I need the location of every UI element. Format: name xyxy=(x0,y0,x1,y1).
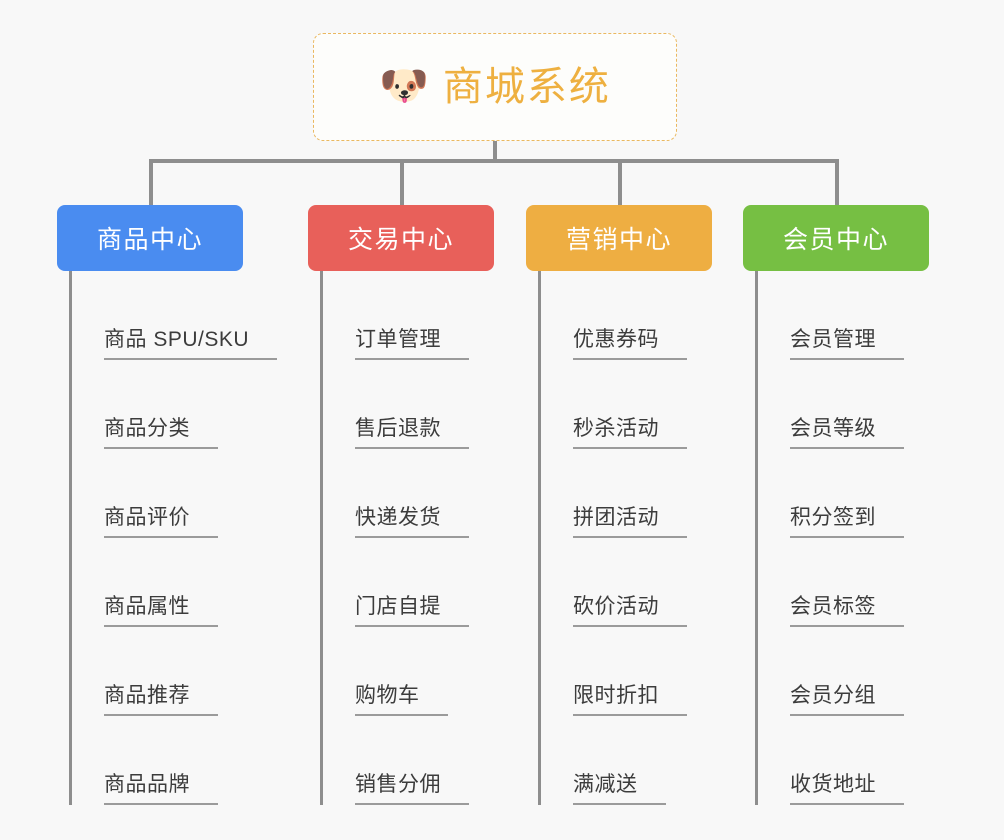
list-item[interactable]: 购物车 xyxy=(323,627,494,716)
list-item[interactable]: 拼团活动 xyxy=(541,449,712,538)
root-title: 商城系统 xyxy=(442,65,611,109)
list-item[interactable]: 满减送 xyxy=(541,716,712,805)
list-item[interactable]: 商品评价 xyxy=(72,449,277,538)
leaf-list-product-center: 商品 SPU/SKU 商品分类 商品评价 商品属性 商品推荐 商品品牌 xyxy=(69,271,278,805)
leaf-list-trade-center: 订单管理 售后退款 快递发货 门店自提 购物车 销售分佣 xyxy=(320,271,494,805)
list-item[interactable]: 砍价活动 xyxy=(541,538,712,627)
list-item[interactable]: 会员标签 xyxy=(758,538,929,627)
category-title: 商品中心 xyxy=(96,226,203,254)
branch-marketing-center: 营销中心 优惠券码 秒杀活动 拼团活动 砍价活动 限时折扣 满减送 xyxy=(526,205,712,805)
list-item[interactable]: 商品推荐 xyxy=(72,627,277,716)
leaf-label: 积分签到 xyxy=(790,501,904,538)
leaf-label: 会员管理 xyxy=(790,323,904,360)
list-item[interactable]: 商品属性 xyxy=(72,538,277,627)
branch-member-center: 会员中心 会员管理 会员等级 积分签到 会员标签 会员分组 收货地址 xyxy=(743,205,929,805)
leaf-label: 砍价活动 xyxy=(573,590,687,627)
leaf-label: 会员标签 xyxy=(790,590,904,627)
branch-trade-center: 交易中心 订单管理 售后退款 快递发货 门店自提 购物车 销售分佣 xyxy=(308,205,494,805)
leaf-label: 商品推荐 xyxy=(104,679,218,716)
leaf-label: 购物车 xyxy=(355,679,448,716)
category-header-product-center[interactable]: 商品中心 xyxy=(57,205,243,271)
list-item[interactable]: 快递发货 xyxy=(323,449,494,538)
category-header-trade-center[interactable]: 交易中心 xyxy=(308,205,494,271)
leaf-label: 商品评价 xyxy=(104,501,218,538)
leaf-label: 秒杀活动 xyxy=(573,412,687,449)
leaf-label: 优惠券码 xyxy=(573,323,687,360)
connector-drop-trade-center xyxy=(400,159,404,207)
list-item[interactable]: 商品 SPU/SKU xyxy=(72,271,278,360)
list-item[interactable]: 积分签到 xyxy=(758,449,929,538)
root-node[interactable]: 🐶 商城系统 xyxy=(313,33,677,141)
leaf-label: 收货地址 xyxy=(790,768,904,805)
category-header-member-center[interactable]: 会员中心 xyxy=(743,205,929,271)
leaf-label: 商品属性 xyxy=(104,590,218,627)
list-item[interactable]: 商品品牌 xyxy=(72,716,277,805)
leaf-list-marketing-center: 优惠券码 秒杀活动 拼团活动 砍价活动 限时折扣 满减送 xyxy=(538,271,712,805)
list-item[interactable]: 门店自提 xyxy=(323,538,494,627)
leaf-label: 门店自提 xyxy=(355,590,469,627)
category-title: 交易中心 xyxy=(347,226,454,254)
connector-root-stem xyxy=(493,141,497,163)
leaf-label: 限时折扣 xyxy=(573,679,687,716)
leaf-label: 商品分类 xyxy=(104,412,218,449)
leaf-label: 商品品牌 xyxy=(104,768,218,805)
branch-product-center: 商品中心 商品 SPU/SKU 商品分类 商品评价 商品属性 商品推荐 商品品牌 xyxy=(57,205,278,805)
list-item[interactable]: 会员分组 xyxy=(758,627,929,716)
list-item[interactable]: 商品分类 xyxy=(72,360,277,449)
list-item[interactable]: 秒杀活动 xyxy=(541,360,712,449)
connector-drop-marketing-center xyxy=(618,159,622,207)
list-item[interactable]: 售后退款 xyxy=(323,360,494,449)
category-title: 营销中心 xyxy=(565,226,672,254)
list-item[interactable]: 销售分佣 xyxy=(323,716,494,805)
list-item[interactable]: 会员等级 xyxy=(758,360,929,449)
leaf-label: 快递发货 xyxy=(355,501,469,538)
list-item[interactable]: 限时折扣 xyxy=(541,627,712,716)
leaf-label: 售后退款 xyxy=(355,412,469,449)
shiba-dog-face-icon: 🐶 xyxy=(379,64,429,108)
connector-drop-member-center xyxy=(835,159,839,207)
leaf-label: 会员等级 xyxy=(790,412,904,449)
leaf-label: 销售分佣 xyxy=(355,768,469,805)
leaf-label: 订单管理 xyxy=(355,323,469,360)
list-item[interactable]: 订单管理 xyxy=(323,271,494,360)
list-item[interactable]: 收货地址 xyxy=(758,716,929,805)
connector-drop-product-center xyxy=(149,159,153,207)
leaf-label: 会员分组 xyxy=(790,679,904,716)
connector-horizontal-bus xyxy=(149,159,839,163)
category-title: 会员中心 xyxy=(782,226,889,254)
list-item[interactable]: 会员管理 xyxy=(758,271,929,360)
leaf-label: 满减送 xyxy=(573,768,666,805)
list-item[interactable]: 优惠券码 xyxy=(541,271,712,360)
leaf-list-member-center: 会员管理 会员等级 积分签到 会员标签 会员分组 收货地址 xyxy=(755,271,929,805)
leaf-label: 商品 SPU/SKU xyxy=(104,323,278,360)
leaf-label: 拼团活动 xyxy=(573,501,687,538)
category-header-marketing-center[interactable]: 营销中心 xyxy=(526,205,712,271)
